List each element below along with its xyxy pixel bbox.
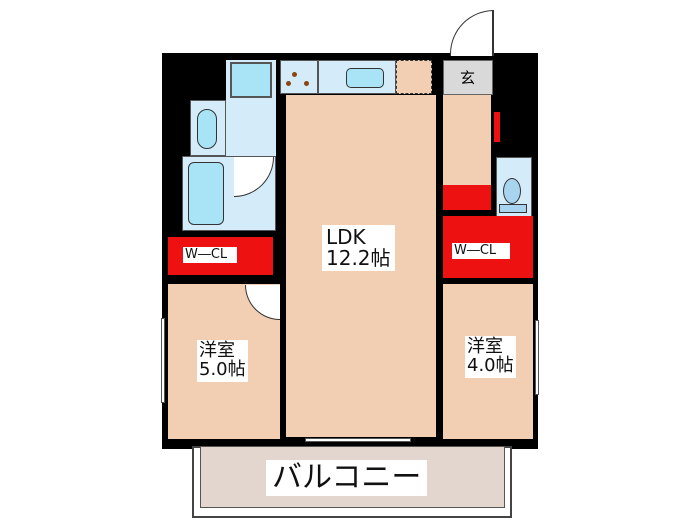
- ldk-name: LDK: [326, 225, 366, 249]
- entrance: [443, 60, 493, 95]
- western-left-size: 5.0帖: [199, 358, 246, 380]
- sink-icon: [346, 68, 384, 88]
- burner-icon: [292, 72, 297, 77]
- window-right: [535, 320, 539, 395]
- ldk-label: LDK 12.2帖: [322, 225, 395, 271]
- balcony-sliding-door: [305, 438, 411, 442]
- hallway: [443, 95, 491, 185]
- entrance-label: 玄: [460, 69, 476, 87]
- toilet-tank-icon: [499, 204, 527, 213]
- washing-machine-icon: [230, 62, 272, 98]
- western-left-label: 洋室 5.0帖: [197, 340, 248, 382]
- western-right-label: 洋室 4.0帖: [465, 336, 516, 378]
- western-right-name: 洋室: [467, 336, 503, 357]
- bathtub-icon: [188, 162, 224, 225]
- front-door: [450, 10, 494, 56]
- toilet-icon: [503, 178, 521, 204]
- balcony-label: バルコニー: [266, 460, 428, 496]
- wcl-right-label: W―CL: [452, 243, 511, 259]
- kitchen-stove: [280, 60, 318, 94]
- burner-icon: [286, 81, 291, 86]
- shoe-storage: [494, 112, 500, 142]
- ldk-size: 12.2帖: [326, 246, 391, 270]
- basin-icon: [197, 109, 217, 149]
- western-right-size: 4.0帖: [467, 354, 514, 376]
- refrigerator-space: [396, 60, 432, 94]
- western-left-name: 洋室: [199, 340, 235, 361]
- wcl-left-label: W―CL: [183, 247, 238, 263]
- window-left: [161, 318, 165, 403]
- burner-icon: [304, 81, 309, 86]
- hall-closet: [443, 185, 491, 210]
